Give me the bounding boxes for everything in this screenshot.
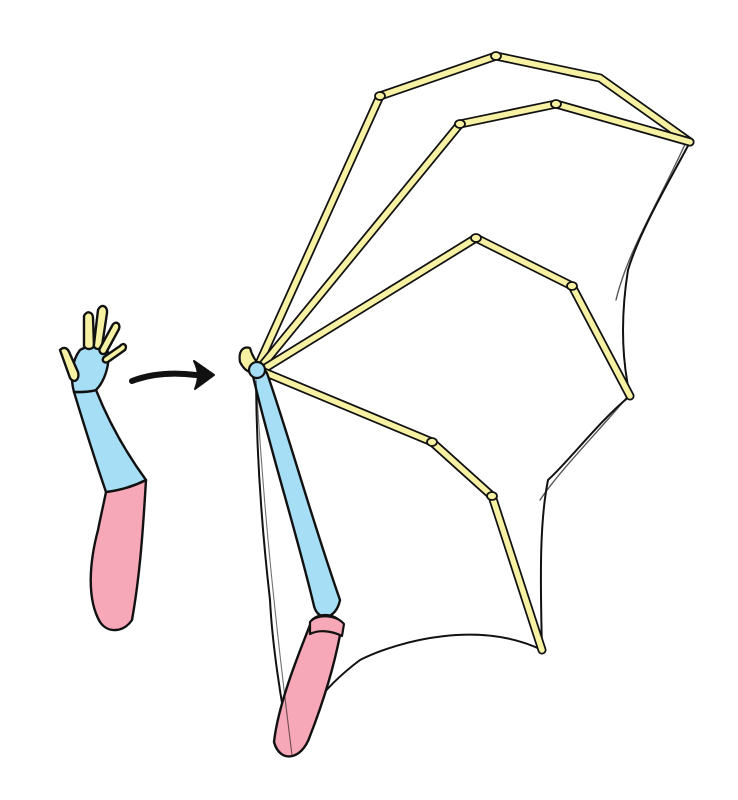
joint — [486, 491, 498, 501]
wing-membrane-fold — [615, 141, 687, 301]
bat-wing — [238, 51, 695, 758]
human-finger-index — [82, 311, 96, 351]
wing-elbow — [308, 615, 346, 638]
arrow-shaft — [129, 370, 199, 384]
wing-bone-4 — [261, 369, 545, 653]
joint — [426, 437, 438, 447]
joint — [470, 233, 482, 243]
wing-membrane-trailing-edge — [255, 379, 293, 756]
human-thumb — [58, 346, 80, 383]
human-finger-ring — [98, 321, 121, 356]
human-finger-little — [101, 342, 128, 364]
arrow-head — [193, 360, 215, 390]
human-upper-arm — [89, 478, 148, 632]
joint — [374, 91, 386, 101]
human-palm — [70, 345, 110, 394]
wing-bone-3 — [259, 235, 633, 399]
human-forearm — [72, 388, 148, 494]
wing-bone-2 — [257, 101, 693, 371]
transformation-arrow — [129, 360, 215, 390]
wing-wrist-joint — [247, 360, 267, 380]
joint — [490, 51, 502, 61]
joint — [566, 281, 578, 291]
human-arm — [58, 304, 148, 632]
joint — [550, 99, 562, 109]
wing-joints — [374, 51, 578, 501]
joint — [454, 119, 466, 129]
wing-membrane-fold-lower — [539, 395, 629, 501]
wing-forearm — [250, 367, 342, 618]
